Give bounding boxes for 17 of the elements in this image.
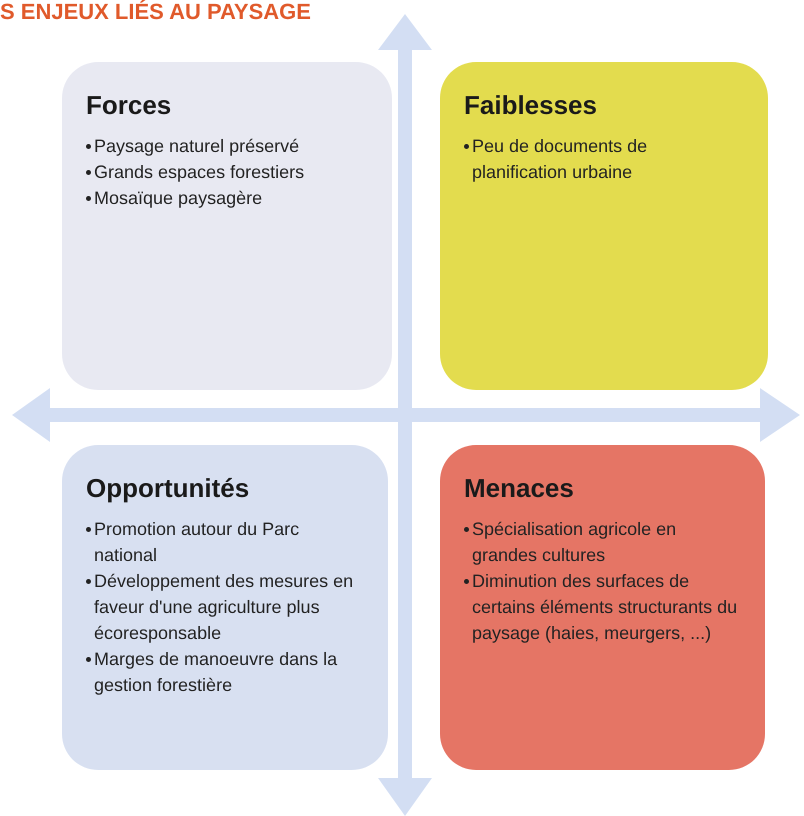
quadrant-heading: Forces bbox=[86, 89, 172, 122]
bullet-point: Peu de documents de planification urbaine bbox=[464, 133, 744, 185]
swot-quadrant-card bbox=[62, 445, 388, 770]
quadrant-heading: Faiblesses bbox=[464, 89, 598, 122]
bullet-point: Marges de manoeuvre dans la gestion forestière bbox=[86, 646, 364, 698]
bullet-point: Paysage naturel préservé bbox=[86, 133, 368, 159]
swot-quadrant-card bbox=[62, 62, 392, 390]
bullet-point: Spécialisation agricole en grandes cultures bbox=[464, 516, 741, 568]
bullet-point: Promotion autour du Parc national bbox=[86, 516, 364, 568]
bullet-point: Développement des mesures en faveur d'une agriculture plus écoresponsable bbox=[86, 568, 364, 646]
bullet-point: Mosaïque paysagère bbox=[86, 185, 368, 211]
bullet-point: Diminution des surfaces de certains éléments structurants du paysage (haies, meurgers, ...) bbox=[464, 568, 741, 646]
quadrant-heading: Opportunités bbox=[86, 472, 250, 505]
quadrant-heading: Menaces bbox=[464, 472, 575, 505]
bullet-point: Grands espaces forestiers bbox=[86, 159, 368, 185]
swot-quadrant-card bbox=[440, 445, 765, 770]
swot-quadrant-card bbox=[440, 62, 768, 390]
